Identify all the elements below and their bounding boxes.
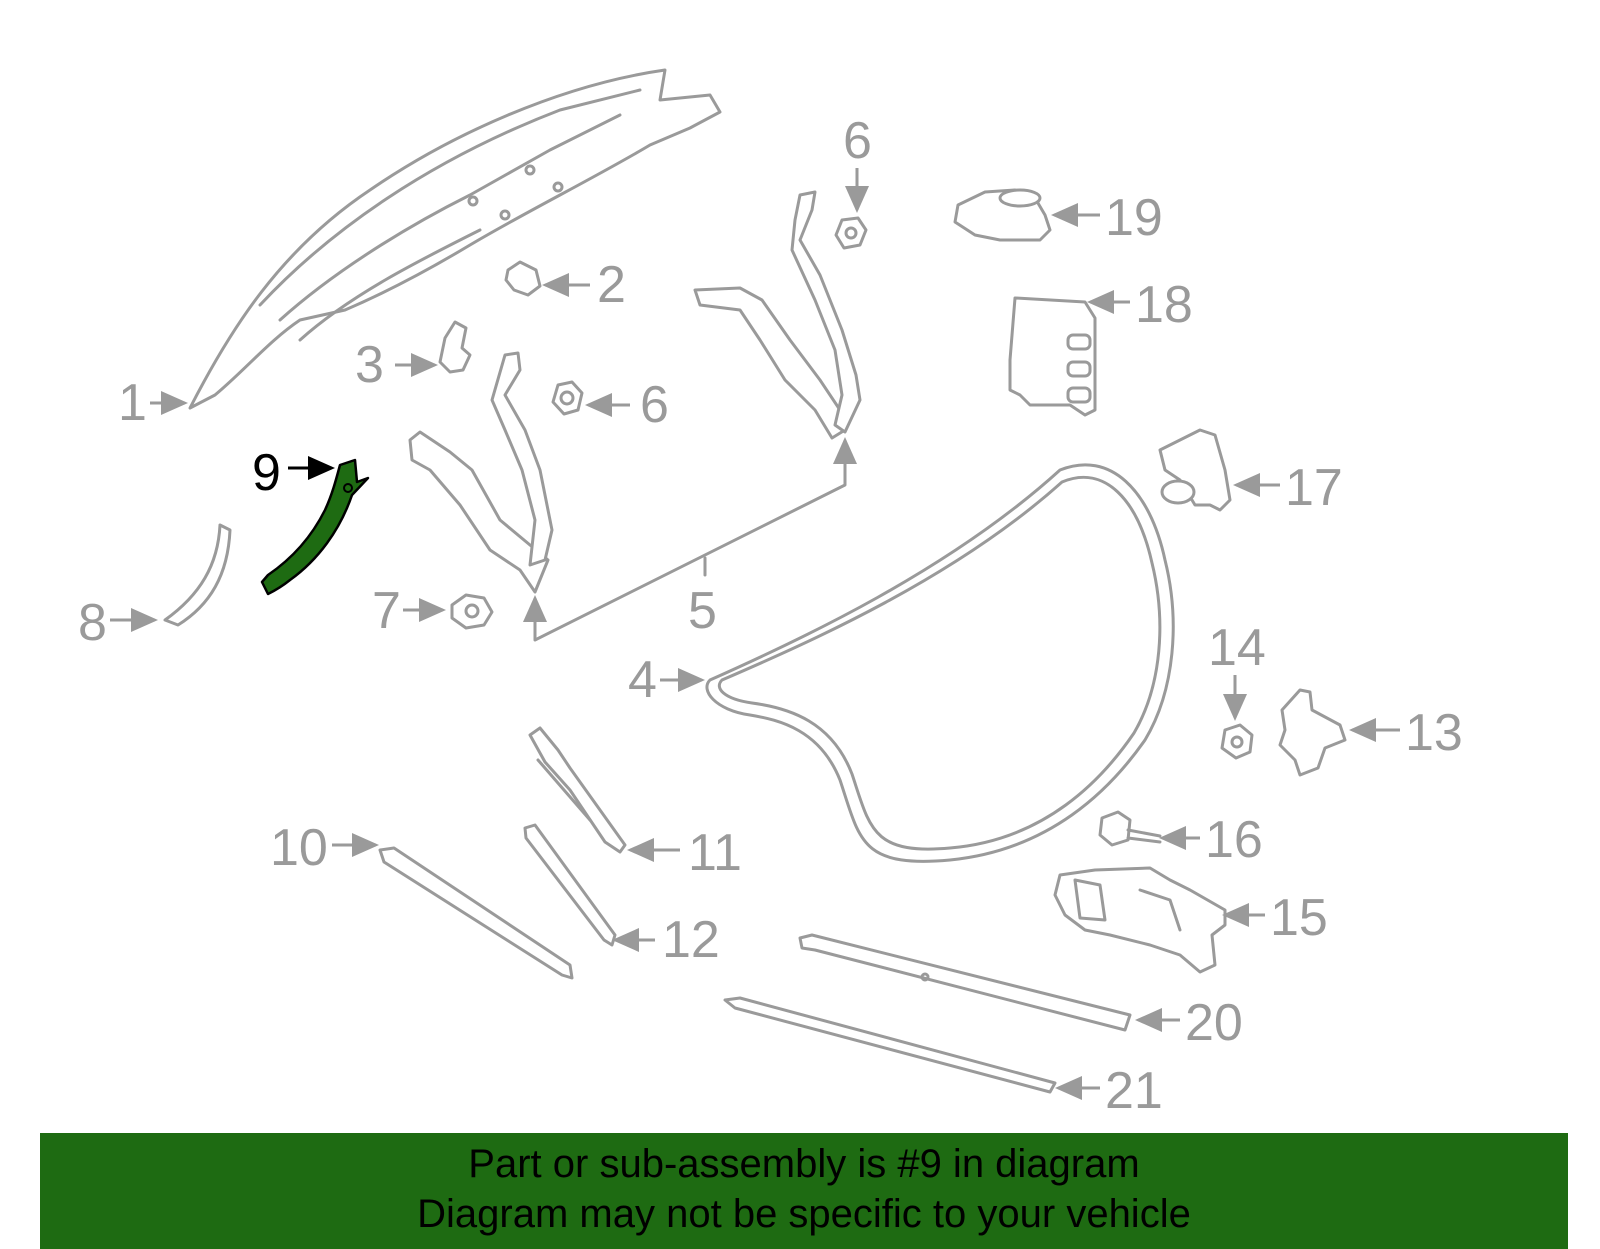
callout-20: 20 (1185, 994, 1243, 1052)
callout-1: 1 (118, 374, 147, 432)
part-6-nut-lower: 6 (551, 376, 669, 434)
part-2-clip: 2 (504, 256, 626, 314)
banner-line-1: Part or sub-assembly is #9 in diagram (468, 1142, 1140, 1186)
part-17-actuator: 17 (1158, 428, 1343, 517)
part-18-module: 18 (1008, 276, 1193, 417)
part-3-bumper: 3 (355, 320, 472, 394)
callout-15: 15 (1270, 889, 1328, 947)
callout-16: 16 (1205, 811, 1263, 869)
part-8-trim: 8 (78, 523, 232, 652)
callout-5: 5 (688, 582, 717, 640)
callout-9: 9 (252, 444, 281, 502)
callout-21: 21 (1105, 1062, 1163, 1120)
callout-14: 14 (1208, 619, 1266, 677)
callout-10: 10 (270, 819, 328, 877)
part-7-nut: 7 (372, 582, 494, 640)
info-banner: Part or sub-assembly is #9 in diagram Di… (40, 1133, 1568, 1249)
callout-18: 18 (1135, 276, 1193, 334)
callout-11: 11 (688, 824, 742, 882)
part-9-highlighted: 9 (252, 444, 370, 596)
callout-13: 13 (1405, 704, 1463, 762)
callout-19: 19 (1105, 189, 1163, 247)
callout-2: 2 (597, 256, 626, 314)
part-19-lock-cylinder: 19 (953, 188, 1163, 247)
part-5-hinge: 5 (408, 190, 862, 642)
callout-8: 8 (78, 594, 107, 652)
banner-line-2: Diagram may not be specific to your vehi… (417, 1192, 1191, 1236)
part-14-nut: 14 (1208, 619, 1266, 760)
callout-6-upper: 6 (843, 112, 872, 170)
part-13-bracket: 13 (1278, 688, 1463, 777)
part-10-strut: 10 (270, 819, 574, 980)
part-21-strip: 21 (723, 996, 1163, 1120)
callout-17: 17 (1285, 459, 1343, 517)
part-16-bolt: 16 (1098, 810, 1263, 869)
part-20-strip: 20 (798, 933, 1243, 1052)
part-12-strut: 12 (523, 823, 720, 969)
callout-4: 4 (628, 651, 657, 709)
callout-6-lower: 6 (640, 376, 669, 434)
callout-7: 7 (372, 582, 401, 640)
part-11-gas-strut: 11 (528, 726, 742, 882)
callout-12: 12 (662, 911, 720, 969)
part-6-nut-upper: 6 (834, 112, 872, 250)
part-4-weatherstrip: 4 (628, 463, 1175, 863)
callout-3: 3 (355, 336, 384, 394)
part-15-latch: 15 (1053, 866, 1328, 974)
part-1-trunk-lid: 1 (118, 68, 722, 432)
